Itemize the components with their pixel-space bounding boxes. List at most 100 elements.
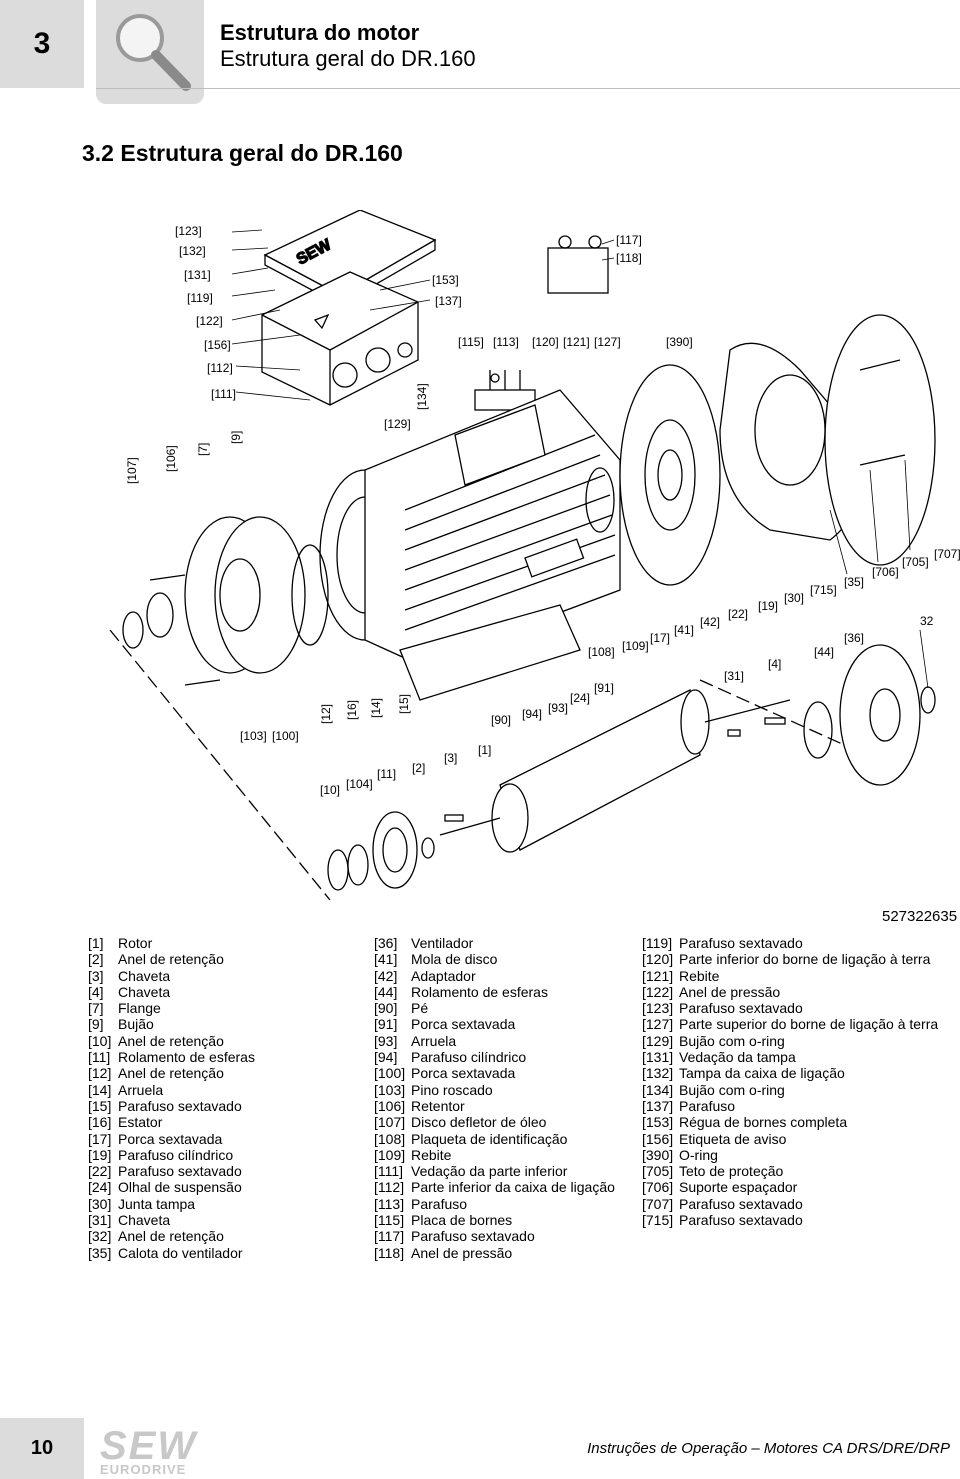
legend-item: [32]Anel de retenção	[88, 1228, 255, 1244]
ball-bearing-a	[372, 811, 418, 889]
legend-text: Parafuso sextavado	[118, 1097, 242, 1114]
legend-text: Parafuso	[679, 1097, 736, 1114]
oil-seal	[146, 592, 174, 638]
legend-text: Rolamento de esferas	[118, 1049, 255, 1066]
legend-item: [112]Parte inferior da caixa de ligação	[374, 1179, 615, 1195]
legend-item: [109]Rebite	[374, 1147, 615, 1163]
legend-code: [156]	[642, 1130, 674, 1147]
legend-item: [131]Vedação da tampa	[642, 1049, 938, 1065]
legend-text: Pino roscado	[411, 1081, 493, 1098]
legend-code: [93]	[374, 1032, 398, 1049]
legend-code: [4]	[88, 983, 104, 1000]
callout: [705]	[902, 555, 929, 569]
key-3	[444, 814, 464, 822]
legend-text: Arruela	[118, 1081, 164, 1098]
callout: [3]	[444, 751, 457, 765]
legend-code: [127]	[642, 1016, 674, 1033]
legend-item: [2]Anel de retenção	[88, 951, 255, 967]
callout: [106]	[164, 445, 178, 472]
legend-item: [1]Rotor	[88, 935, 255, 951]
legend-code: [11]	[88, 1049, 111, 1066]
legend-text: Régua de bornes completa	[679, 1114, 848, 1131]
legend-code: [118]	[374, 1244, 405, 1261]
callout: [90]	[491, 713, 511, 727]
legend-text: Estator	[118, 1114, 163, 1131]
legend-text: Flange	[118, 1000, 161, 1017]
callout: [94]	[522, 707, 542, 721]
legend-item: [19]Parafuso cilíndrico	[88, 1147, 255, 1163]
legend-item: [118] Anel de pressão	[374, 1245, 615, 1261]
legend-code: [715]	[642, 1212, 674, 1229]
legend-code: [122]	[642, 983, 674, 1000]
legend-item: [12]Anel de retenção	[88, 1065, 255, 1081]
legend-text: Parafuso sextavado	[679, 1195, 803, 1212]
oil-deflector	[122, 611, 144, 649]
legend-item: [103]Pino roscado	[374, 1082, 615, 1098]
legend-item: [44] Rolamento de esferas	[374, 984, 615, 1000]
legend-code: [123]	[642, 1000, 674, 1017]
callout-labels: [123] [132] [131] [119] [122] [156] [112…	[125, 224, 960, 797]
callout: [119]	[187, 291, 213, 305]
callout: [100]	[272, 729, 299, 743]
legend-item: [707]Parafuso sextavado	[642, 1196, 938, 1212]
legend-code: [111]	[374, 1163, 404, 1180]
legend-code: [17]	[88, 1130, 112, 1147]
legend-code: [30]	[88, 1195, 112, 1212]
legend-text: Arruela	[411, 1032, 457, 1049]
legend-item: [94]Parafuso cilíndrico	[374, 1049, 615, 1065]
footer-text: Instruções de Operação – Motores CA DRS/…	[587, 1440, 950, 1457]
legend-text: Rolamento de esferas	[411, 983, 548, 1000]
legend-code: [22]	[88, 1163, 112, 1180]
callout: [41]	[674, 623, 694, 637]
legend-text: O-ring	[679, 1146, 718, 1163]
legend-text: Mola de disco	[411, 951, 498, 968]
legend-item: [35]Calota do ventilador	[88, 1245, 255, 1261]
legend-code: [2]	[88, 951, 104, 968]
callout: [35]	[844, 575, 864, 589]
callout: [121]	[563, 335, 590, 349]
legend-item: [10]Anel de retenção	[88, 1033, 255, 1049]
legend-code: [109]	[374, 1146, 406, 1163]
legend-item: [119]Parafuso sextavado	[642, 935, 938, 951]
chapter-number: 3	[0, 0, 84, 88]
legend-item: [706]Suporte espaçador	[642, 1179, 938, 1195]
legend-code: [42]	[374, 967, 398, 984]
legend-code: [112]	[374, 1179, 405, 1196]
legend-item: [31]Chaveta	[88, 1212, 255, 1228]
callout: [706]	[872, 565, 899, 579]
legend-item: [153]Régua de bornes completa	[642, 1114, 938, 1130]
legend-item: [17] Porca sextavada	[88, 1131, 255, 1147]
legend-item: [7]Flange	[88, 1000, 255, 1016]
legend-item: [121]Rebite	[642, 968, 938, 984]
legend-text: Porca sextavada	[118, 1130, 223, 1147]
legend-code: [129]	[642, 1032, 674, 1049]
legend-item: [715]Parafuso sextavado	[642, 1212, 938, 1228]
callout: [14]	[369, 698, 383, 718]
callout: [91]	[594, 681, 614, 695]
logo-subtext: EURODRIVE	[100, 1462, 187, 1477]
legend-text: Anel de retenção	[118, 1228, 224, 1245]
legend-item: [15]Parafuso sextavado	[88, 1098, 255, 1114]
legend-code: [91]	[374, 1016, 398, 1033]
callout: [7]	[196, 443, 210, 456]
callout: [115]	[458, 335, 484, 349]
callout: [103]	[240, 729, 267, 743]
legend-code: [100]	[374, 1065, 406, 1082]
legend-code: [14]	[88, 1081, 112, 1098]
legend-item: [24]Olhal de suspensão	[88, 1179, 255, 1195]
legend-text: Chaveta	[118, 1212, 171, 1229]
callout: [123]	[175, 224, 202, 238]
legend-item: [122]Anel de pressão	[642, 984, 938, 1000]
legend-item: [108]Plaqueta de identificação	[374, 1131, 615, 1147]
legend-text: Parafuso sextavado	[411, 1228, 535, 1245]
legend-code: [705]	[642, 1163, 674, 1180]
legend-text: Anel de pressão	[411, 1244, 513, 1261]
legend-code: [44]	[374, 983, 398, 1000]
legend-text: Pé	[411, 1000, 429, 1017]
flange-end-shield	[149, 516, 306, 686]
callout: [118]	[616, 251, 642, 265]
exploded-motor-diagram: SEW	[109, 210, 960, 901]
legend-code: [137]	[642, 1097, 674, 1114]
callout: [132]	[179, 244, 206, 258]
legend-code: [10]	[88, 1032, 112, 1049]
